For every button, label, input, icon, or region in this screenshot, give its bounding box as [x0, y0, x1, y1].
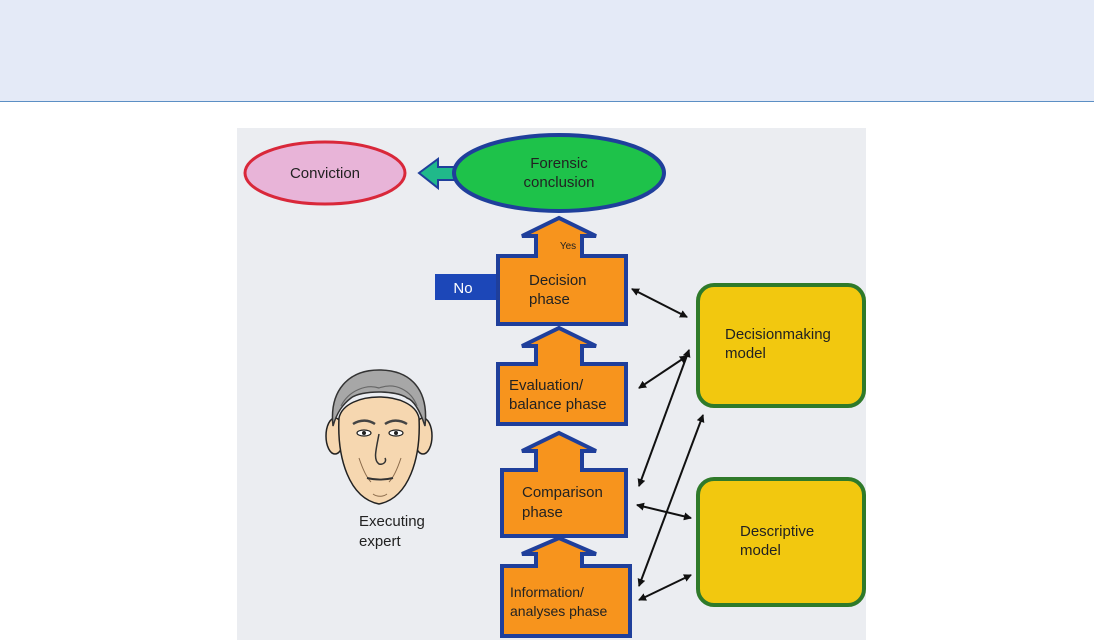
- decision-phase-label-1: Decision: [529, 272, 587, 289]
- forensic-conclusion-label-2: conclusion: [524, 174, 595, 191]
- forensic-conclusion-label-1: Forensic: [530, 155, 588, 172]
- comparison-phase-label-2: phase: [522, 504, 563, 521]
- evaluation-phase-node: Evaluation/ balance phase: [498, 328, 626, 424]
- arrow-information-to-descriptive: [639, 575, 691, 600]
- no-label: No: [453, 280, 472, 297]
- comparison-phase-node: Comparison phase: [502, 433, 626, 536]
- forensic-conclusion-node: Forensic conclusion: [454, 135, 664, 211]
- information-phase-label-2: analyses phase: [510, 603, 608, 619]
- decisionmaking-model-label-2: model: [725, 345, 766, 362]
- arrow-information-to-decisionmaking: [639, 415, 703, 586]
- descriptive-model-label-2: model: [740, 542, 781, 559]
- no-box: No: [435, 274, 497, 300]
- information-phase-label-1: Information/: [510, 584, 584, 600]
- decisionmaking-model-node: Decisionmaking model: [698, 285, 864, 406]
- evaluation-phase-label-1: Evaluation/: [509, 377, 584, 394]
- connector-arrows: [632, 289, 703, 600]
- descriptive-model-label-1: Descriptive: [740, 523, 814, 540]
- decisionmaking-model-label-1: Decisionmaking: [725, 326, 831, 343]
- information-phase-node: Information/ analyses phase: [502, 538, 630, 636]
- expert-caption-1: Executing: [359, 513, 425, 530]
- conviction-node: Conviction: [245, 142, 405, 204]
- arrow-evaluation-to-decisionmaking: [639, 356, 687, 388]
- arrow-decision-to-decisionmaking: [632, 289, 687, 317]
- expert-caption-2: expert: [359, 533, 402, 550]
- comparison-phase-label-1: Comparison: [522, 484, 603, 501]
- process-diagram: Conviction Forensic conclusion No Yes De…: [237, 128, 866, 640]
- decision-phase-node: Yes Decision phase: [498, 218, 626, 324]
- decision-phase-label-2: phase: [529, 291, 570, 308]
- arrow-comparison-to-descriptive: [637, 505, 691, 518]
- evaluation-phase-label-2: balance phase: [509, 396, 607, 413]
- figure-panel: Conviction Forensic conclusion No Yes De…: [237, 128, 866, 640]
- descriptive-model-node: Descriptive model: [698, 479, 864, 605]
- header-band: [0, 0, 1094, 102]
- expert-face-illustration: [326, 370, 432, 504]
- yes-label: Yes: [560, 241, 576, 252]
- conviction-label: Conviction: [290, 165, 360, 182]
